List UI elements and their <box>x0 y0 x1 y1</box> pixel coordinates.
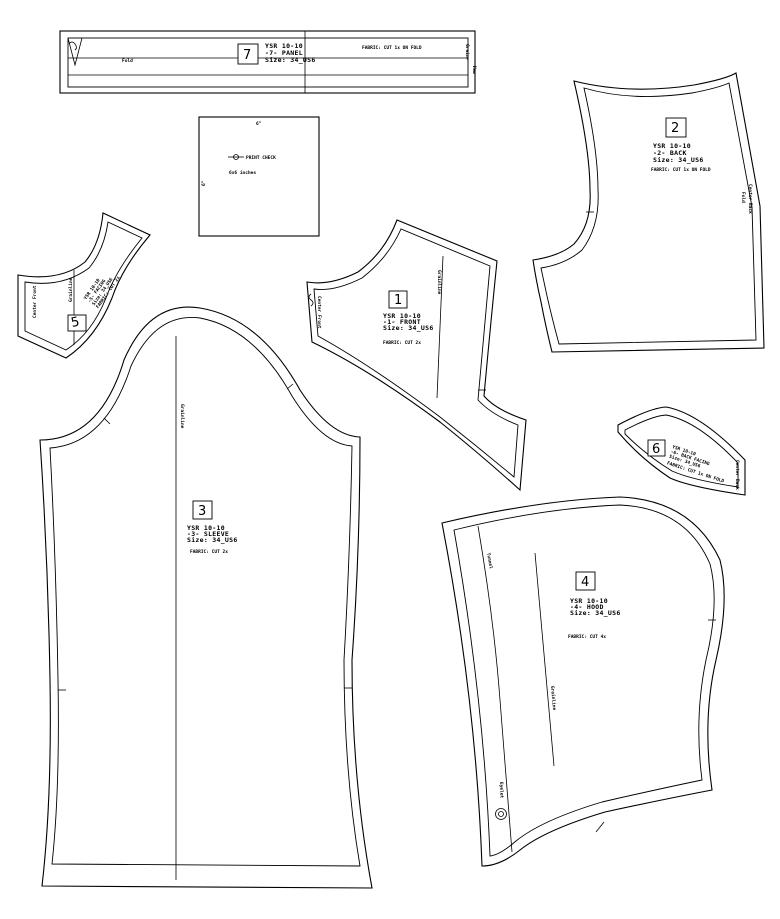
hood-number-box <box>575 571 596 591</box>
back-facing-center-label: Center Back <box>734 460 740 490</box>
print-check-top-dimension: 6" <box>256 121 262 127</box>
back-piece: 2 YSR 10-10 -2- BACK Size: 34_US6 FABRIC… <box>532 72 765 353</box>
back-line2: -2- BACK <box>653 149 687 157</box>
print-check-size: 6x6 inches <box>229 170 256 176</box>
print-check-square: 6" 6" PRINT CHECK 6x6 inches <box>198 116 320 237</box>
front-number-box <box>388 290 408 309</box>
back-facing-piece: 6 YSR 10-10 -6- BACK FACING Size: 34_US6… <box>617 406 746 496</box>
back-facing-seam-line <box>624 414 739 488</box>
front-facing-number: 5 <box>70 315 81 331</box>
front-line3: Size: 34_US6 <box>383 324 434 332</box>
hood-eyelet-label: Eyelet <box>498 782 505 799</box>
panel-fold-label: Fold <box>122 58 133 64</box>
hood-grainline <box>534 552 555 767</box>
hood-fabric: FABRIC: CUT 4x <box>568 634 606 640</box>
front-facing-center-label: Center Front <box>32 285 38 318</box>
back-seam-line <box>540 82 757 345</box>
back-fold-label: Fold <box>740 192 746 203</box>
panel-line1: YSR 10-10 <box>265 42 303 50</box>
front-facing-number-box <box>67 314 87 332</box>
front-fabric: FABRIC: CUT 2x <box>383 340 421 346</box>
sleeve-line1: YSR 10-10 <box>187 524 225 532</box>
hood-seam-line <box>453 504 715 857</box>
sleeve-number: 3 <box>198 504 206 519</box>
eyelet-icon <box>495 808 507 820</box>
panel-piece: 7 YSR 10-10 -7- PANEL Size: 34_US6 FABRI… <box>59 30 477 94</box>
sleeve-grainline-label: Grainline <box>179 404 185 429</box>
hood-number: 4 <box>581 575 589 590</box>
panel-seam-line <box>67 37 469 88</box>
front-facing-piece: 5 YSR 10-10 -5- FACING Size: 34_US6 FABR… <box>17 212 151 359</box>
front-loop-icon <box>308 293 314 307</box>
sleeve-number-box <box>192 500 213 520</box>
eyelet-inner-icon <box>498 811 504 817</box>
panel-fold-notch <box>67 37 83 67</box>
front-grainline-label: Grainline <box>436 270 442 295</box>
panel-number-box <box>237 43 259 65</box>
sleeve-piece: 3 YSR 10-10 -3- SLEEVE Size: 34_US6 FABR… <box>39 306 373 889</box>
back-cut-line <box>532 72 765 353</box>
print-check-marker-circle <box>233 154 239 160</box>
back-line3: Size: 34_US6 <box>653 156 704 164</box>
sleeve-notch-front <box>103 417 111 425</box>
panel-line2: -7- PANEL <box>265 49 303 57</box>
front-number: 1 <box>394 293 402 308</box>
print-check-title: PRINT CHECK <box>246 155 276 161</box>
front-facing-grainline-label: Grainline <box>68 277 74 302</box>
back-facing-number-box <box>647 439 666 457</box>
back-number-box <box>665 117 687 138</box>
sleeve-line3: Size: 34_US6 <box>187 536 238 544</box>
sleeve-cut-line <box>39 306 373 889</box>
back-facing-number: 6 <box>652 442 660 457</box>
front-piece: 1 YSR 10-10 -1- FRONT Size: 34_US6 FABRI… <box>306 219 527 492</box>
panel-loop-icon <box>68 41 77 51</box>
panel-fabric: FABRIC: CUT 1x ON FOLD <box>362 45 422 51</box>
hood-line2: -4- HOOD <box>570 603 604 611</box>
front-seam-line <box>313 228 519 478</box>
hood-line1: YSR 10-10 <box>570 597 608 605</box>
front-line1: YSR 10-10 <box>383 312 421 320</box>
front-grainline <box>436 255 444 399</box>
sleeve-notch-back <box>286 383 294 390</box>
hood-piece: 4 YSR 10-10 -4- HOOD Size: 34_US6 FABRIC… <box>441 496 725 867</box>
panel-cut-line <box>59 30 476 94</box>
front-facing-cut-line <box>17 212 151 359</box>
sleeve-fabric: FABRIC: CUT 2x <box>190 549 228 555</box>
print-check-side-dimension: 6" <box>201 180 207 186</box>
sleeve-line2: -3- SLEEVE <box>187 530 229 538</box>
hood-notch <box>595 821 605 833</box>
hood-line3: Size: 34_US6 <box>570 609 621 617</box>
hood-cut-line <box>441 496 725 867</box>
front-line2: -1- FRONT <box>383 318 421 326</box>
back-center-label: Center Back <box>747 184 753 214</box>
print-check-border <box>198 116 320 237</box>
sleeve-seam-line <box>49 316 361 867</box>
front-center-label: Center Front <box>316 296 322 329</box>
back-number: 2 <box>671 121 679 136</box>
back-line1: YSR 10-10 <box>653 142 691 150</box>
panel-line3: Size: 34_US6 <box>265 56 316 64</box>
back-facing-cut-line <box>617 406 746 496</box>
back-fabric: FABRIC: CUT 1x ON FOLD <box>651 167 711 173</box>
hood-tunnel-label: Tunnel <box>485 552 494 569</box>
panel-grain-label: Grain- <box>464 44 470 61</box>
panel-hem-label: Hem <box>471 66 477 74</box>
front-cut-line <box>306 219 527 492</box>
hood-tunnel-line <box>477 525 513 853</box>
hood-grainline-label: Grainline <box>549 686 557 711</box>
panel-number: 7 <box>243 48 251 63</box>
